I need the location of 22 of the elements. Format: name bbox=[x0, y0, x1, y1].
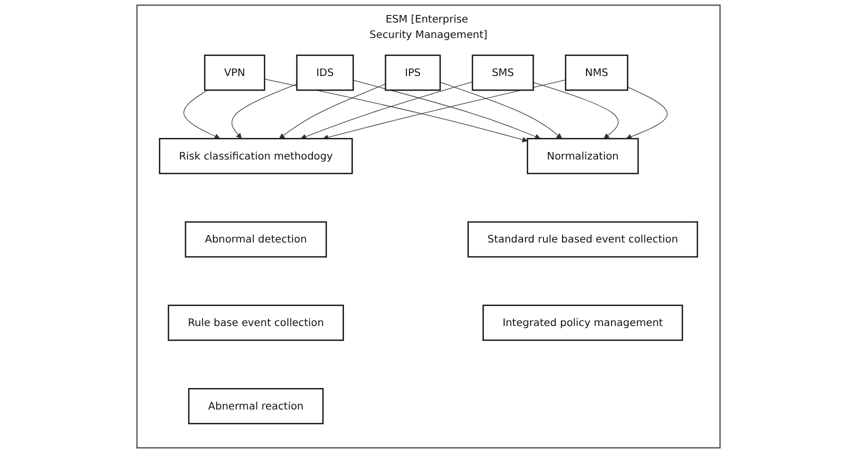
arrow bbox=[300, 81, 473, 140]
node-box: SMS bbox=[472, 54, 534, 91]
arrow bbox=[264, 78, 528, 142]
node-box: Abnermal reaction bbox=[188, 388, 324, 424]
arrow bbox=[322, 80, 566, 140]
arrow bbox=[440, 82, 562, 139]
node-box: Rule base event collection bbox=[168, 304, 344, 341]
arrow bbox=[232, 84, 298, 139]
arrow bbox=[352, 80, 540, 140]
node-box: Standard rule based event collection bbox=[468, 221, 698, 258]
node-box: IPS bbox=[384, 54, 441, 91]
arrow bbox=[279, 84, 386, 139]
node-box: NMS bbox=[564, 54, 628, 91]
node-box: Integrated policy management bbox=[482, 304, 684, 341]
node-box: IDS bbox=[296, 54, 354, 91]
node-box: Risk classification methodogy bbox=[158, 138, 353, 174]
node-box: Normalization bbox=[526, 138, 639, 174]
arrow bbox=[184, 90, 220, 139]
node-box: Abnormal detection bbox=[184, 221, 327, 258]
node-box: VPN bbox=[204, 54, 266, 91]
arrow bbox=[532, 82, 618, 139]
arrow bbox=[626, 86, 668, 140]
